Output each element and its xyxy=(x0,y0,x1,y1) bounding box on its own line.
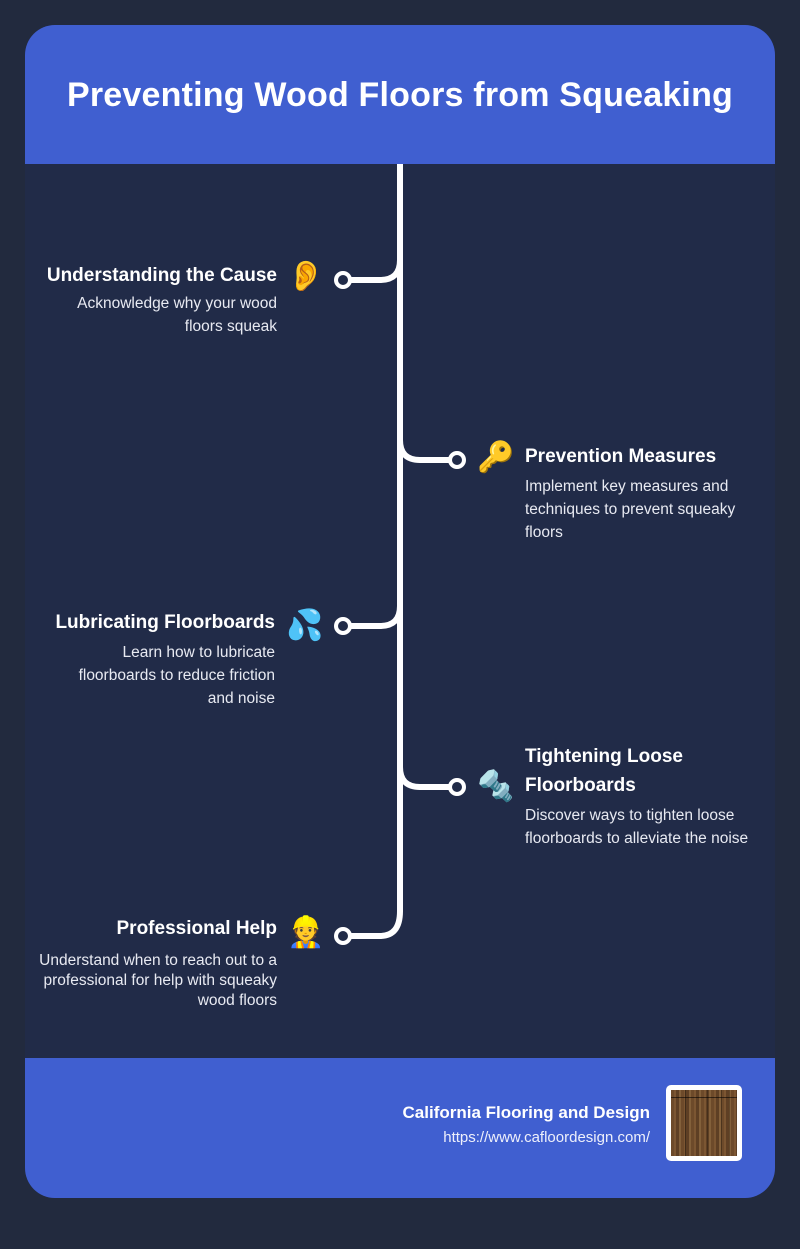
timeline-node-1 xyxy=(334,271,352,289)
step-title: Understanding the Cause xyxy=(46,265,277,286)
wood-texture-image xyxy=(671,1090,737,1156)
step-title: Professional Help xyxy=(116,918,278,939)
step-title: Tightening Loose Floorboards xyxy=(525,746,683,796)
timeline-node-2 xyxy=(448,451,466,469)
timeline-node-4 xyxy=(448,778,466,796)
header-banner: Preventing Wood Floors from Squeaking xyxy=(25,25,775,164)
step-professional-help: Professional Help Understand when to rea… xyxy=(35,914,277,1011)
timeline-node-5 xyxy=(334,927,352,945)
timeline: Understanding the Cause Acknowledge why … xyxy=(25,164,775,1058)
branch-3 xyxy=(343,605,403,629)
company-name: California Flooring and Design xyxy=(402,1103,650,1122)
step-description: Acknowledge why your wood floors squeak xyxy=(77,295,277,335)
ear-icon: 👂 xyxy=(287,259,325,294)
infographic-card: Preventing Wood Floors from Squeaking Un… xyxy=(25,25,775,1198)
timeline-graphic xyxy=(334,164,466,945)
step-prevention-measures: Prevention Measures Implement key measur… xyxy=(525,442,760,544)
step-title: Lubricating Floorboards xyxy=(55,612,275,633)
step-description: Learn how to lubricate floorboards to re… xyxy=(78,644,275,707)
construction-worker-icon: 👷 xyxy=(287,915,325,950)
step-description: Discover ways to tighten loose floorboar… xyxy=(525,807,749,847)
branch-5 xyxy=(343,910,403,939)
step-description: Implement key measures and techniques to… xyxy=(525,478,736,541)
step-understanding-the-cause: Understanding the Cause Acknowledge why … xyxy=(35,261,277,338)
branch-4 xyxy=(397,766,457,790)
nut-and-bolt-icon: 🔩 xyxy=(477,769,515,804)
branch-2 xyxy=(397,439,457,463)
sweat-droplets-icon: 💦 xyxy=(286,608,324,643)
branch-1 xyxy=(343,259,403,283)
page-title: Preventing Wood Floors from Squeaking xyxy=(66,76,734,114)
step-tightening-loose-floorboards: Tightening Loose Floorboards Discover wa… xyxy=(525,742,748,850)
key-icon: 🔑 xyxy=(477,440,515,475)
company-url[interactable]: https://www.cafloordesign.com/ xyxy=(443,1129,650,1146)
step-lubricating-floorboards: Lubricating Floorboards Learn how to lub… xyxy=(35,608,275,710)
step-description: Understand when to reach out to a profes… xyxy=(39,952,277,1009)
wood-floor-thumbnail xyxy=(666,1085,742,1161)
timeline-node-3 xyxy=(334,617,352,635)
footer-banner: California Flooring and Design https://w… xyxy=(25,1058,775,1198)
step-title: Prevention Measures xyxy=(525,446,717,467)
